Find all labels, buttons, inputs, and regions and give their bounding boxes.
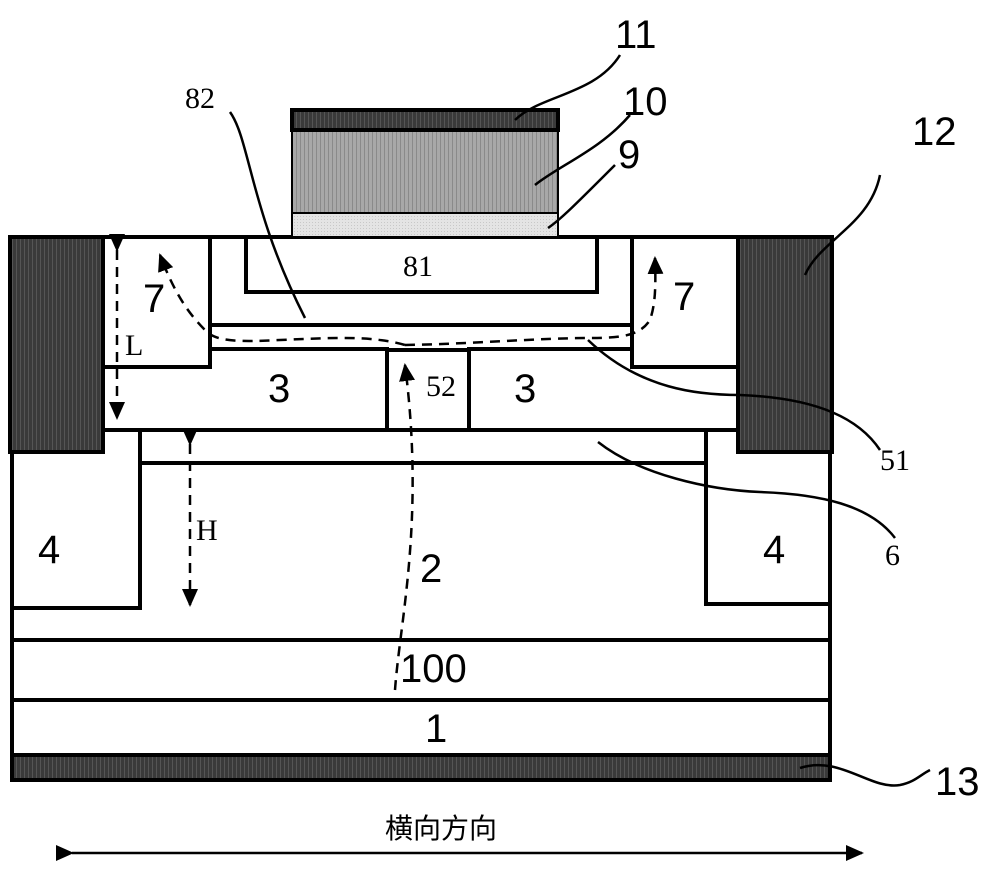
- label-H: H: [196, 514, 218, 547]
- label-L: L: [125, 329, 143, 362]
- label-52: 52: [426, 370, 456, 403]
- electrode-12-left: [10, 237, 103, 452]
- label-7-right: 7: [673, 275, 695, 319]
- label-82: 82: [185, 82, 215, 115]
- label-10: 10: [623, 80, 668, 124]
- label-12: 12: [912, 110, 957, 154]
- label-81: 81: [403, 250, 433, 283]
- label-4-left: 4: [38, 528, 60, 572]
- label-51: 51: [880, 444, 910, 477]
- region-4-left: [12, 430, 140, 608]
- label-7-left: 7: [143, 277, 165, 321]
- label-3-right: 3: [514, 367, 536, 411]
- label-1: 1: [425, 707, 447, 751]
- label-11: 11: [615, 13, 657, 57]
- lateral-direction-caption: 横向方向: [385, 812, 497, 845]
- gate-layer-9: [292, 213, 558, 237]
- label-13: 13: [935, 760, 980, 804]
- label-6: 6: [885, 539, 900, 572]
- electrode-12-right: [738, 237, 832, 452]
- label-3-left: 3: [268, 367, 290, 411]
- region-4-right: [706, 430, 830, 604]
- gate-electrode-11: [292, 110, 558, 130]
- label-9: 9: [618, 133, 640, 177]
- gate-layer-10: [292, 130, 558, 213]
- label-4-right: 4: [763, 528, 785, 572]
- drain-electrode-13: [12, 755, 830, 780]
- label-100: 100: [400, 647, 467, 691]
- label-2: 2: [420, 547, 442, 591]
